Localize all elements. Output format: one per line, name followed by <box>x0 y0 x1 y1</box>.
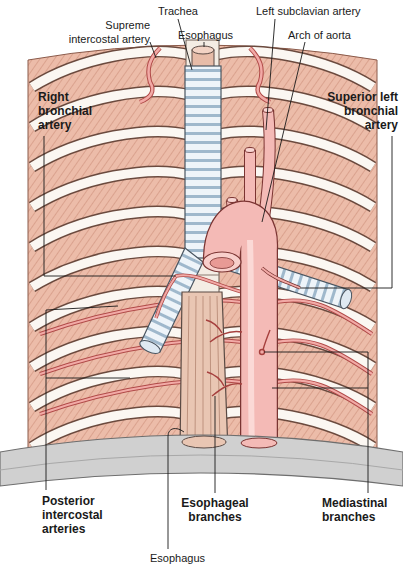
anatomy-label: Right bronchial artery <box>38 90 102 132</box>
leader-line <box>178 19 192 70</box>
superior-left-bronchial-artery <box>262 268 300 288</box>
anatomy-label: Posterior intercostal arteries <box>42 494 114 536</box>
supreme-intercostal-artery-outline <box>140 48 160 102</box>
bronchus-cut-end <box>138 338 162 356</box>
vessel-cut-end <box>245 148 255 153</box>
leader-line <box>215 396 216 493</box>
striation <box>187 296 189 448</box>
anatomy-label: Esophagus <box>150 551 230 565</box>
anatomy-label: Arch of aorta <box>288 28 388 42</box>
ascending-aorta-cut-end <box>203 252 241 272</box>
intercostal-muscles <box>28 45 377 462</box>
intercostal-artery <box>276 300 372 334</box>
anatomy-label: Trachea <box>158 4 208 18</box>
supreme-intercostal-artery <box>250 48 270 102</box>
anatomy-label: Superior left bronchial artery <box>310 90 398 132</box>
leader-line <box>300 136 392 288</box>
mediastinal-branch <box>260 350 265 355</box>
esophageal-branches <box>206 320 242 396</box>
anatomy-label: Esophagus <box>178 28 238 42</box>
supreme-intercostal-artery <box>140 48 160 102</box>
aorta-highlight <box>250 240 252 450</box>
vessel-cut-end <box>227 198 237 203</box>
striation <box>195 296 196 448</box>
mediastinal-branches <box>260 330 271 355</box>
intercostal-artery <box>276 380 372 414</box>
intercostal-artery <box>276 380 372 414</box>
striation <box>217 296 220 448</box>
anatomy-label: Esophageal branches <box>170 496 260 524</box>
leader-line <box>168 429 184 549</box>
bronchus-cut-end <box>338 288 354 310</box>
aorta-lumen <box>210 258 234 269</box>
leader-line <box>204 42 205 47</box>
striation <box>203 296 204 448</box>
leader-line <box>46 306 130 490</box>
leader-line <box>266 19 275 130</box>
intercostal-artery <box>276 300 372 334</box>
diaphragm <box>0 435 403 486</box>
esophageal-branch <box>207 372 242 396</box>
leader-line <box>262 42 305 222</box>
esophageal-hiatus <box>182 436 226 448</box>
striation <box>210 296 211 448</box>
anatomy-label: Supreme intercostal artery <box>56 18 150 46</box>
leader-line <box>264 352 368 493</box>
esophagus <box>180 292 228 452</box>
intercostal-artery <box>276 340 372 374</box>
esophageal-branch <box>206 320 242 342</box>
anatomy-label: Mediastinal branches <box>322 496 402 524</box>
leader-line <box>44 136 176 276</box>
anatomy-label: Left subclavian artery <box>256 4 386 18</box>
intercostal-artery <box>276 340 372 374</box>
esophagus-cut-end <box>192 46 214 54</box>
leader-line <box>150 42 156 58</box>
bronchial-artery-outline <box>262 268 300 288</box>
aortic-hiatus <box>241 438 277 448</box>
diaphragm-fold <box>0 455 403 470</box>
supreme-intercostal-artery-outline <box>250 48 270 102</box>
mediastinal-branch <box>263 330 270 350</box>
